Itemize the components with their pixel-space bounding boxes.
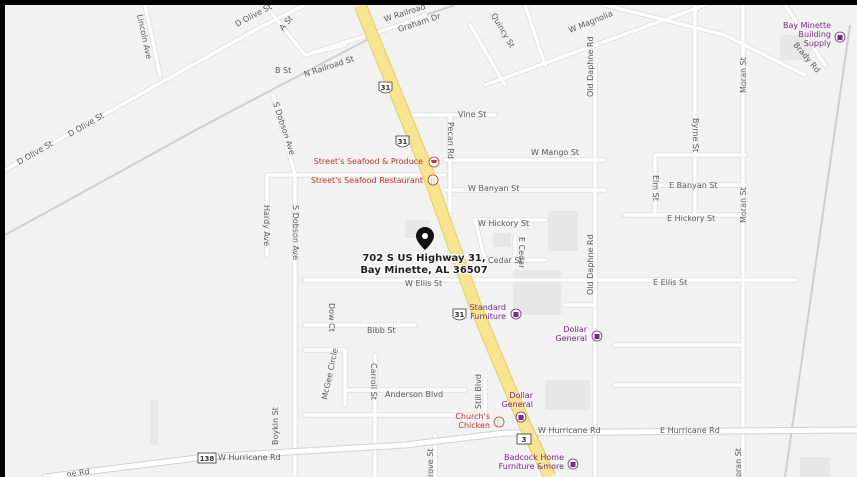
poi-badcock-home[interactable]: Badcock Home Furniture &more	[499, 453, 579, 471]
svg-text:Bay Minette: Bay Minette	[783, 21, 831, 30]
street-label: Still Blvd	[474, 374, 483, 409]
fork-knife-icon	[427, 174, 439, 186]
street-label: McGee Circle	[320, 347, 340, 400]
street-label: Old Daphne Rd	[586, 36, 595, 97]
street-label: Byrne St	[691, 118, 700, 152]
svg-text:Church's: Church's	[455, 412, 490, 421]
shopping-bag-icon-shape	[594, 334, 600, 339]
street-label: oran St	[734, 448, 743, 477]
svg-text:31: 31	[381, 84, 391, 92]
street-label: W Banyan St	[468, 184, 519, 193]
street-label: Boykin St	[271, 407, 280, 445]
map-canvas[interactable]: D Olive St A St W Railroad Graham Dr Qui…	[5, 5, 857, 477]
street-label: E Cedar	[517, 237, 526, 269]
poi-streets-seafood-restaurant[interactable]: Street's Seafood Restaurant 🍴	[311, 174, 439, 186]
address-line-2: Bay Minette, AL 36507	[360, 265, 487, 276]
street-label: E Banyan St	[669, 181, 718, 190]
svg-text:Supply: Supply	[804, 39, 832, 48]
street-label: Vine St	[458, 110, 486, 119]
street-label: D Olive St	[16, 139, 55, 167]
street-label: B St	[275, 66, 291, 75]
street-label: N Railroad St	[303, 54, 355, 79]
street-label: D Olive St	[67, 111, 106, 139]
route-138-shield-icon: 138	[197, 452, 217, 464]
svg-text:Furniture: Furniture	[470, 312, 506, 321]
street-label: Old Daphne Rd	[586, 234, 595, 295]
shopping-bag-icon-shape	[518, 415, 524, 420]
street-label: S Dobson Ave	[271, 101, 297, 156]
svg-text:Furniture &more: Furniture &more	[499, 462, 565, 471]
us-highway-31	[353, 5, 556, 477]
shopping-bag-icon-shape	[570, 462, 576, 467]
fork-knife-glyph: 🍴	[429, 176, 438, 185]
location-pin-icon[interactable]	[416, 227, 434, 250]
fork-knife-icon	[493, 416, 505, 428]
street-label: W Hurricane Rd	[218, 453, 281, 462]
street-label: Hardy Ave	[262, 205, 271, 246]
us-31-shield-icon: 31	[395, 135, 410, 148]
street-label: ne Rd	[66, 467, 90, 477]
fork-knife-glyph: 🍴	[495, 418, 504, 427]
minor-roads	[5, 5, 828, 477]
map-frame[interactable]: D Olive St A St W Railroad Graham Dr Qui…	[5, 5, 857, 477]
street-label: Dow Ct	[327, 303, 336, 332]
poi-standard-furniture[interactable]: Standard Furniture	[470, 303, 522, 321]
street-label: Anderson Blvd	[385, 390, 443, 399]
svg-text:31: 31	[455, 311, 465, 319]
svg-text:General: General	[501, 400, 533, 409]
street-label: W Mango St	[531, 148, 579, 157]
svg-text:Dollar: Dollar	[563, 325, 587, 334]
poi-bay-minette-building-supply[interactable]: Bay Minette Building Supply	[783, 21, 846, 48]
us-31-shield-icon: 31	[378, 81, 393, 94]
minor-roads-fill	[5, 5, 827, 477]
poi-churchs-chicken[interactable]: Church's Chicken 🍴	[455, 412, 505, 430]
svg-text:138: 138	[200, 455, 215, 463]
street-label: Carroll St	[369, 363, 378, 400]
shopping-cart-icon-shape	[431, 160, 437, 163]
svg-text:31: 31	[398, 138, 408, 146]
svg-text:3: 3	[522, 436, 527, 444]
hurricane-road	[41, 426, 857, 477]
address-label: 702 S US Highway 31, Bay Minette, AL 365…	[359, 252, 489, 278]
street-label: W Ellis St	[405, 279, 442, 288]
street-label: Moran St	[739, 57, 748, 93]
poi-dollar-general-1[interactable]: Dollar General	[555, 325, 603, 343]
svg-text:Street's Seafood & Produce: Street's Seafood & Produce	[314, 157, 423, 166]
street-label: Moran St	[739, 187, 748, 223]
svg-text:Chicken: Chicken	[458, 421, 490, 430]
address-line-1: 702 S US Highway 31,	[362, 253, 485, 264]
route-3-shield-icon: 3	[516, 433, 532, 445]
street-label: W Magnolia	[567, 9, 614, 35]
highway-shields: 31 31 31 3 138	[197, 81, 532, 464]
street-label: E Ellis St	[653, 278, 687, 287]
svg-text:Building: Building	[799, 30, 831, 39]
street-label: Quincy St	[489, 12, 516, 50]
street-label: Pecan Rd	[446, 122, 455, 159]
street-label: W Hickory St	[478, 219, 529, 228]
shopping-bag-icon-shape	[837, 35, 843, 40]
svg-text:Badcock Home: Badcock Home	[504, 453, 564, 462]
street-label: E Hurricane Rd	[660, 426, 720, 435]
street-label: E Hickory St	[667, 214, 715, 223]
street-label: Elm St	[651, 175, 660, 201]
svg-text:General: General	[555, 334, 587, 343]
street-label: Cedar St	[488, 256, 523, 265]
poi-dollar-general-2[interactable]: Dollar General	[501, 391, 534, 423]
poi-streets-seafood-produce[interactable]: Street's Seafood & Produce	[314, 156, 440, 168]
street-label: W Hurricane Rd	[538, 426, 601, 435]
svg-text:Standard: Standard	[470, 303, 506, 312]
us-31-shield-icon: 31	[452, 308, 467, 321]
shopping-bag-icon-shape	[513, 312, 519, 317]
svg-text:Street's Seafood Restaurant: Street's Seafood Restaurant	[311, 176, 423, 185]
svg-text:Dollar: Dollar	[509, 391, 533, 400]
street-label: Bibb St	[367, 326, 396, 335]
street-label: rove St	[426, 449, 435, 477]
street-label: S Dobson Ave	[291, 205, 300, 260]
